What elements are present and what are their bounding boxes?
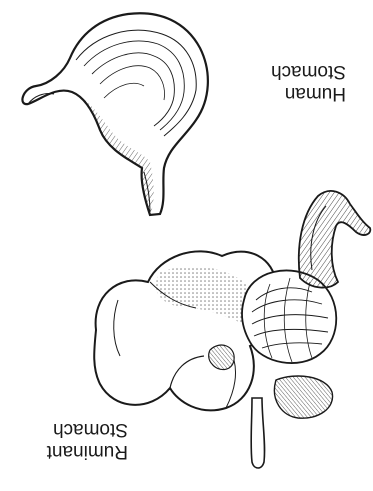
human-label-line1: Human [236, 82, 346, 104]
ruminant-label-line2: Stomach [18, 418, 128, 440]
ruminant-stomach-label: Ruminant Stomach [18, 418, 128, 462]
ruminant-label-line1: Ruminant [18, 440, 128, 462]
human-label-line2: Stomach [236, 60, 346, 82]
human-stomach-label: Human Stomach [236, 60, 346, 104]
